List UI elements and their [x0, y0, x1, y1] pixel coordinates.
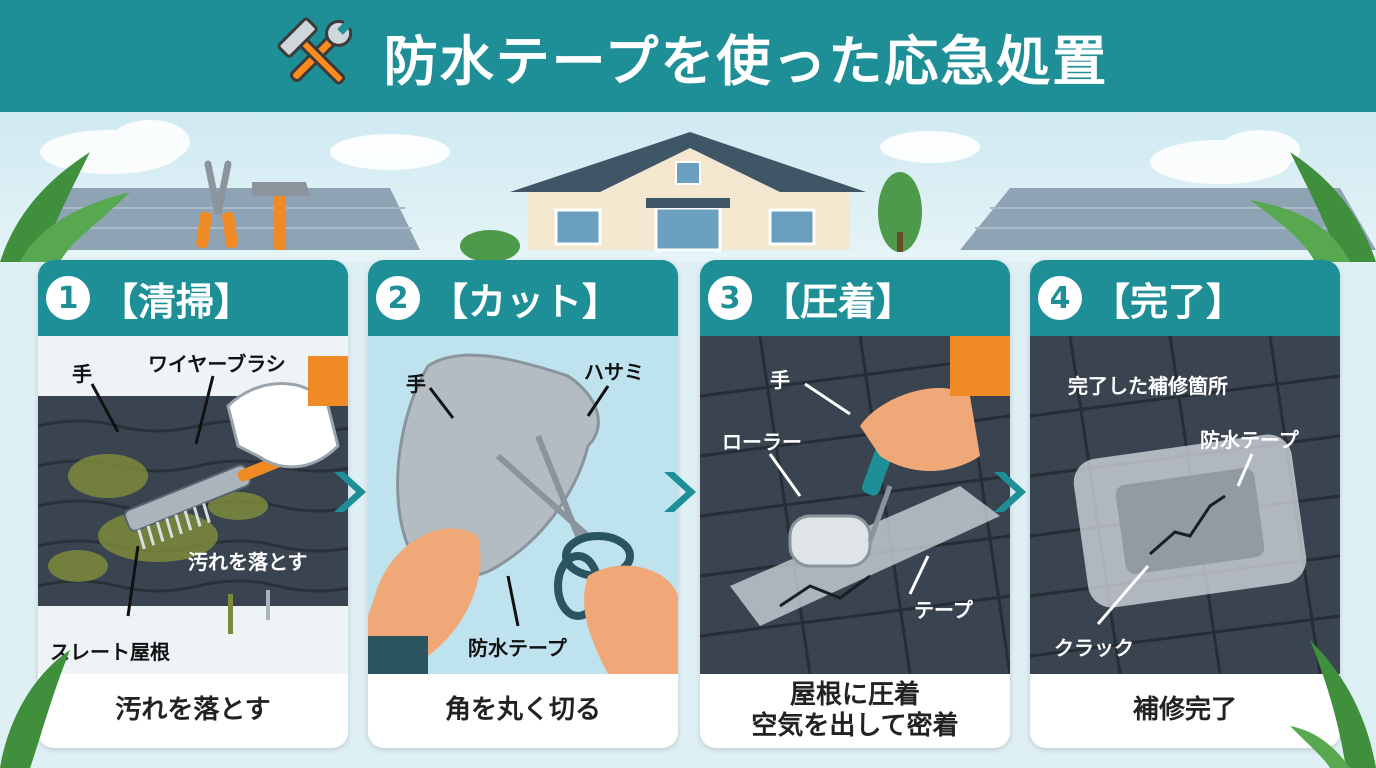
step-card-1: 1 【清掃】 [38, 260, 348, 748]
step-header: 2 【カット】 [368, 260, 678, 336]
step-title: 【カット】 [430, 279, 621, 324]
label-hand: 手 [72, 362, 92, 386]
step-header: 4 【完了】 [1030, 260, 1340, 336]
step-header: 1 【清掃】 [38, 260, 348, 336]
wrench-hammer-icon [277, 17, 352, 85]
label-crack: クラック [1054, 636, 1134, 660]
background-scene [0, 112, 1376, 262]
label-completed-repair: 完了した補修箇所 [1068, 374, 1228, 398]
plant-decoration [0, 650, 70, 768]
step-caption: 屋根に圧着 空気を出して密着 [751, 679, 959, 741]
label-dirt: 汚れを落とす [188, 550, 308, 574]
step-title: 【完了】 [1092, 279, 1245, 324]
header-banner: 防水テープを使った応急処置 [0, 0, 1376, 112]
label-hand: 手 [770, 368, 790, 392]
label-tape: テープ [914, 598, 973, 622]
plant-decoration [1290, 640, 1376, 768]
step-caption: 補修完了 [1132, 695, 1237, 726]
step-number: 2 [376, 276, 420, 320]
step-number: 4 [1038, 276, 1082, 320]
chevron-right-icon [334, 472, 366, 512]
label-waterproof-tape: 防水テープ [1200, 428, 1299, 452]
step-title: 【清掃】 [100, 279, 253, 324]
chevron-right-icon [994, 472, 1026, 512]
step-illustration: 手 ハサミ 防水テープ [368, 336, 678, 674]
step-caption: 汚れを落とす [115, 695, 271, 726]
step-illustration: 完了した補修箇所 防水テープ クラック [1030, 336, 1340, 674]
step-card-3: 3 【圧着】 [700, 260, 1010, 748]
step-title: 【圧着】 [762, 279, 915, 324]
label-hand: 手 [406, 372, 426, 396]
step-header: 3 【圧着】 [700, 260, 1010, 336]
label-scissors: ハサミ [584, 360, 644, 384]
step-number: 1 [46, 276, 90, 320]
label-roller: ローラー [722, 430, 802, 454]
label-waterproof-tape: 防水テープ [468, 636, 567, 660]
step-card-2: 2 【カット】 手 ハサミ [368, 260, 678, 748]
step-illustration: 手 ワイヤーブラシ 汚れを落とす スレート屋根 [38, 336, 348, 674]
chevron-right-icon [664, 472, 696, 512]
page-title: 防水テープを使った応急処置 [383, 29, 1109, 93]
label-wire-brush: ワイヤーブラシ [148, 352, 286, 376]
step-caption: 角を丸く切る [444, 695, 601, 726]
step-card-4: 4 【完了】 完了した補修箇所 防水テープ クラック [1030, 260, 1340, 748]
step-illustration: 手 ローラー テープ [700, 336, 1010, 674]
step-number: 3 [708, 276, 752, 320]
label-slate-roof: スレート屋根 [50, 640, 170, 664]
